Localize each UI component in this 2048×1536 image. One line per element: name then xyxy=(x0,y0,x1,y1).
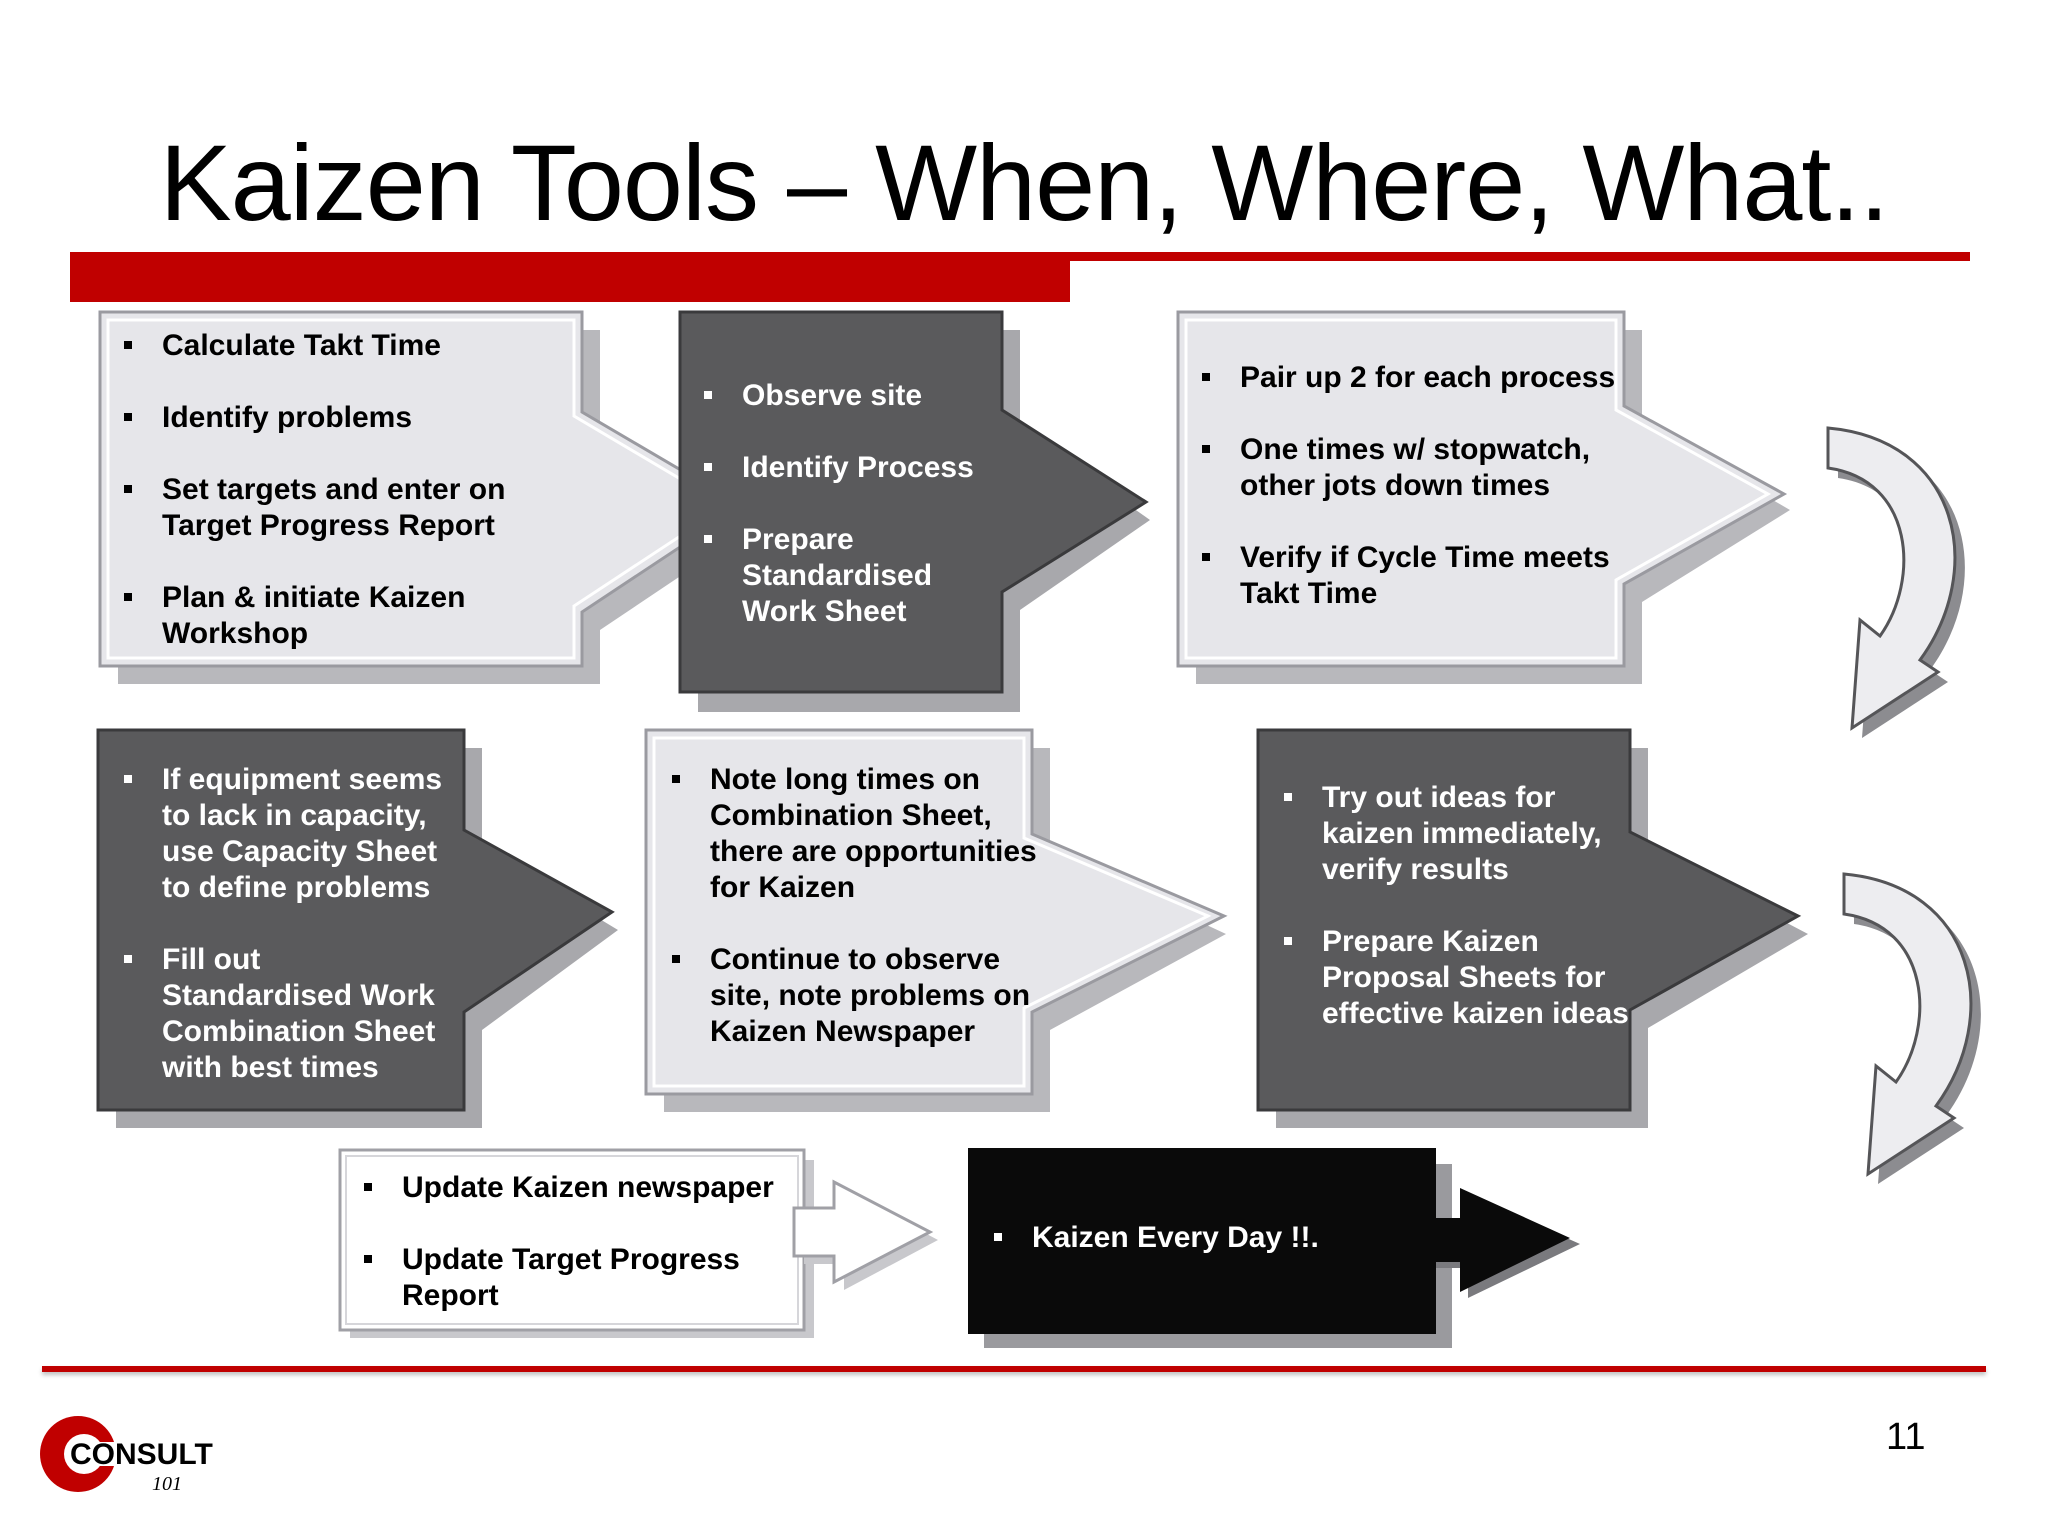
bullet-icon xyxy=(1202,373,1210,381)
logo-subtext: 101 xyxy=(152,1473,182,1495)
step-7-list: Update Kaizen newspaper Update Target Pr… xyxy=(362,1170,802,1314)
list-item: Continue to observe site, note problems … xyxy=(670,942,1046,1050)
consult-logo: CONSULT 101 xyxy=(40,1416,213,1495)
bullet-icon xyxy=(994,1233,1002,1241)
bullet-icon xyxy=(124,955,132,963)
bullet-icon xyxy=(1202,553,1210,561)
list-item: Update Kaizen newspaper xyxy=(362,1170,802,1206)
list-item: Identify Process xyxy=(702,450,1002,486)
step-4-arrow-shape xyxy=(96,728,618,1128)
bullet-icon xyxy=(364,1183,372,1191)
step-2-arrow-shape xyxy=(678,310,1150,712)
list-item: Prepare Kaizen Proposal Sheets for effec… xyxy=(1282,924,1632,1032)
bullet-icon xyxy=(124,341,132,349)
bullet-icon xyxy=(672,775,680,783)
bullet-icon xyxy=(1284,793,1292,801)
step-5-arrow-shape xyxy=(644,728,1228,1112)
list-item: Identify problems xyxy=(122,400,592,436)
list-item: Kaizen Every Day !!. xyxy=(992,1220,1432,1256)
step-pair-up: Pair up 2 for each process One times w/ … xyxy=(1176,310,1798,692)
list-item: One times w/ stopwatch, other jots down … xyxy=(1200,432,1620,504)
bullet-icon xyxy=(124,485,132,493)
curved-arrow-icon xyxy=(1842,872,1981,1184)
step-2-list: Observe site Identify Process Prepare St… xyxy=(702,378,1002,630)
step-calculate-takt: Calculate Takt Time Identify problems Se… xyxy=(98,310,758,692)
bullet-icon xyxy=(672,955,680,963)
list-item: Pair up 2 for each process xyxy=(1200,360,1620,396)
list-item: Calculate Takt Time xyxy=(122,328,592,364)
step-3-list: Pair up 2 for each process One times w/ … xyxy=(1200,360,1620,612)
bullet-icon xyxy=(364,1255,372,1263)
step-1-list: Calculate Takt Time Identify problems Se… xyxy=(122,328,592,652)
list-item: Fill out Standardised Work Combination S… xyxy=(122,942,458,1086)
bullet-icon xyxy=(1202,445,1210,453)
list-item: Note long times on Combination Sheet, th… xyxy=(670,762,1046,906)
step-3-arrow-shape xyxy=(1176,310,1790,684)
step-6-list: Try out ideas for kaizen immediately, ve… xyxy=(1282,780,1632,1032)
bullet-icon xyxy=(124,413,132,421)
list-item: Prepare Standardised Work Sheet xyxy=(702,522,1002,630)
step-8-list: Kaizen Every Day !!. xyxy=(992,1220,1432,1256)
step-kaizen-every-day: Kaizen Every Day !!. xyxy=(968,1148,1608,1352)
logo-text: CONSULT xyxy=(70,1438,213,1471)
list-item: Try out ideas for kaizen immediately, ve… xyxy=(1282,780,1632,888)
bullet-icon xyxy=(704,463,712,471)
bullet-icon xyxy=(1284,937,1292,945)
list-item: Plan & initiate Kaizen Workshop xyxy=(122,580,592,652)
step-capacity-check: If equipment seems to lack in capacity, … xyxy=(96,728,638,1130)
step-5-list: Note long times on Combination Sheet, th… xyxy=(670,762,1046,1050)
step-7-arrow-shape xyxy=(338,1148,938,1338)
curved-arrow-icon xyxy=(1826,426,1965,738)
step-1-arrow-shape xyxy=(98,310,758,684)
step-8-arrow-shape xyxy=(968,1148,1580,1348)
list-item: Verify if Cycle Time meets Takt Time xyxy=(1200,540,1620,612)
bullet-icon xyxy=(124,593,132,601)
step-note-long-times: Note long times on Combination Sheet, th… xyxy=(644,728,1246,1130)
page-title: Kaizen Tools – When, Where, What.. xyxy=(159,122,1890,243)
list-item: Observe site xyxy=(702,378,1002,414)
step-4-list: If equipment seems to lack in capacity, … xyxy=(122,762,458,1086)
step-observe-site: Observe site Identify Process Prepare St… xyxy=(678,310,1200,712)
step-update-newspaper: Update Kaizen newspaper Update Target Pr… xyxy=(338,1148,960,1340)
list-item: Update Target Progress Report xyxy=(362,1242,802,1314)
list-item: Set targets and enter on Target Progress… xyxy=(122,472,592,544)
step-6-arrow-shape xyxy=(1256,728,1808,1128)
footer-rule xyxy=(42,1366,1986,1372)
bullet-icon xyxy=(124,775,132,783)
bullet-icon xyxy=(704,535,712,543)
list-item: If equipment seems to lack in capacity, … xyxy=(122,762,458,906)
bullet-icon xyxy=(704,391,712,399)
page-number: 11 xyxy=(1886,1416,1926,1458)
step-try-out-ideas: Try out ideas for kaizen immediately, ve… xyxy=(1256,728,1818,1130)
title-rule-thick xyxy=(70,252,1070,302)
